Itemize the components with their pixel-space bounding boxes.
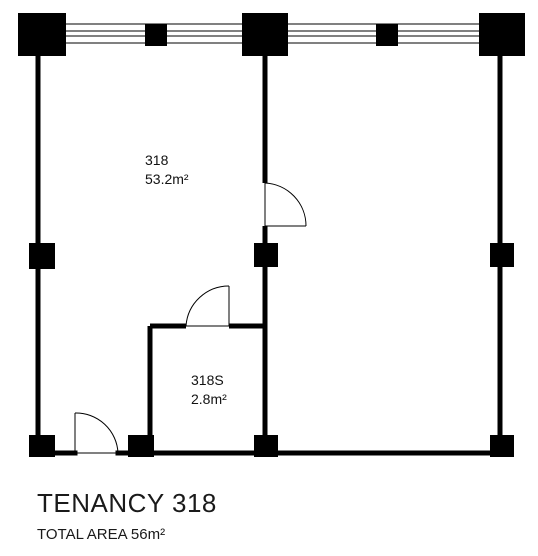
room-318s-area: 2.8m² [191, 391, 227, 407]
room-318s-name: 318S [191, 372, 224, 388]
tenancy-title: TENANCY 318 [37, 488, 217, 518]
columns [18, 13, 525, 457]
door-entry [74, 412, 119, 454]
room-318-name: 318 [145, 152, 169, 168]
total-area: TOTAL AREA 56m² [37, 526, 166, 543]
store-room-walls [147, 323, 265, 453]
floor-plan: 318 53.2m² 318S 2.8m² [18, 13, 525, 457]
door-main-partition [264, 182, 307, 227]
door-store-room [185, 285, 230, 327]
room-318-area: 53.2m² [145, 171, 189, 187]
